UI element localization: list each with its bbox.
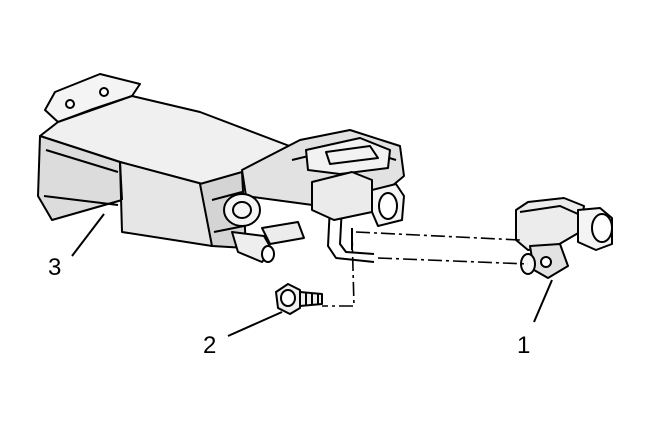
mounting-bolt xyxy=(275,283,323,315)
callout-3: 3 xyxy=(48,254,62,281)
leader-line-3 xyxy=(71,213,105,257)
leader-lines xyxy=(71,213,553,337)
leader-line-1 xyxy=(533,279,553,323)
assembly-centerlines xyxy=(322,231,529,307)
leader-line-2 xyxy=(227,311,283,337)
vent-solenoid-installed xyxy=(311,171,405,250)
vent-valve xyxy=(515,197,613,279)
evap-canister xyxy=(37,73,301,249)
callout-1: 1 xyxy=(517,332,531,359)
callout-2: 2 xyxy=(203,332,217,359)
